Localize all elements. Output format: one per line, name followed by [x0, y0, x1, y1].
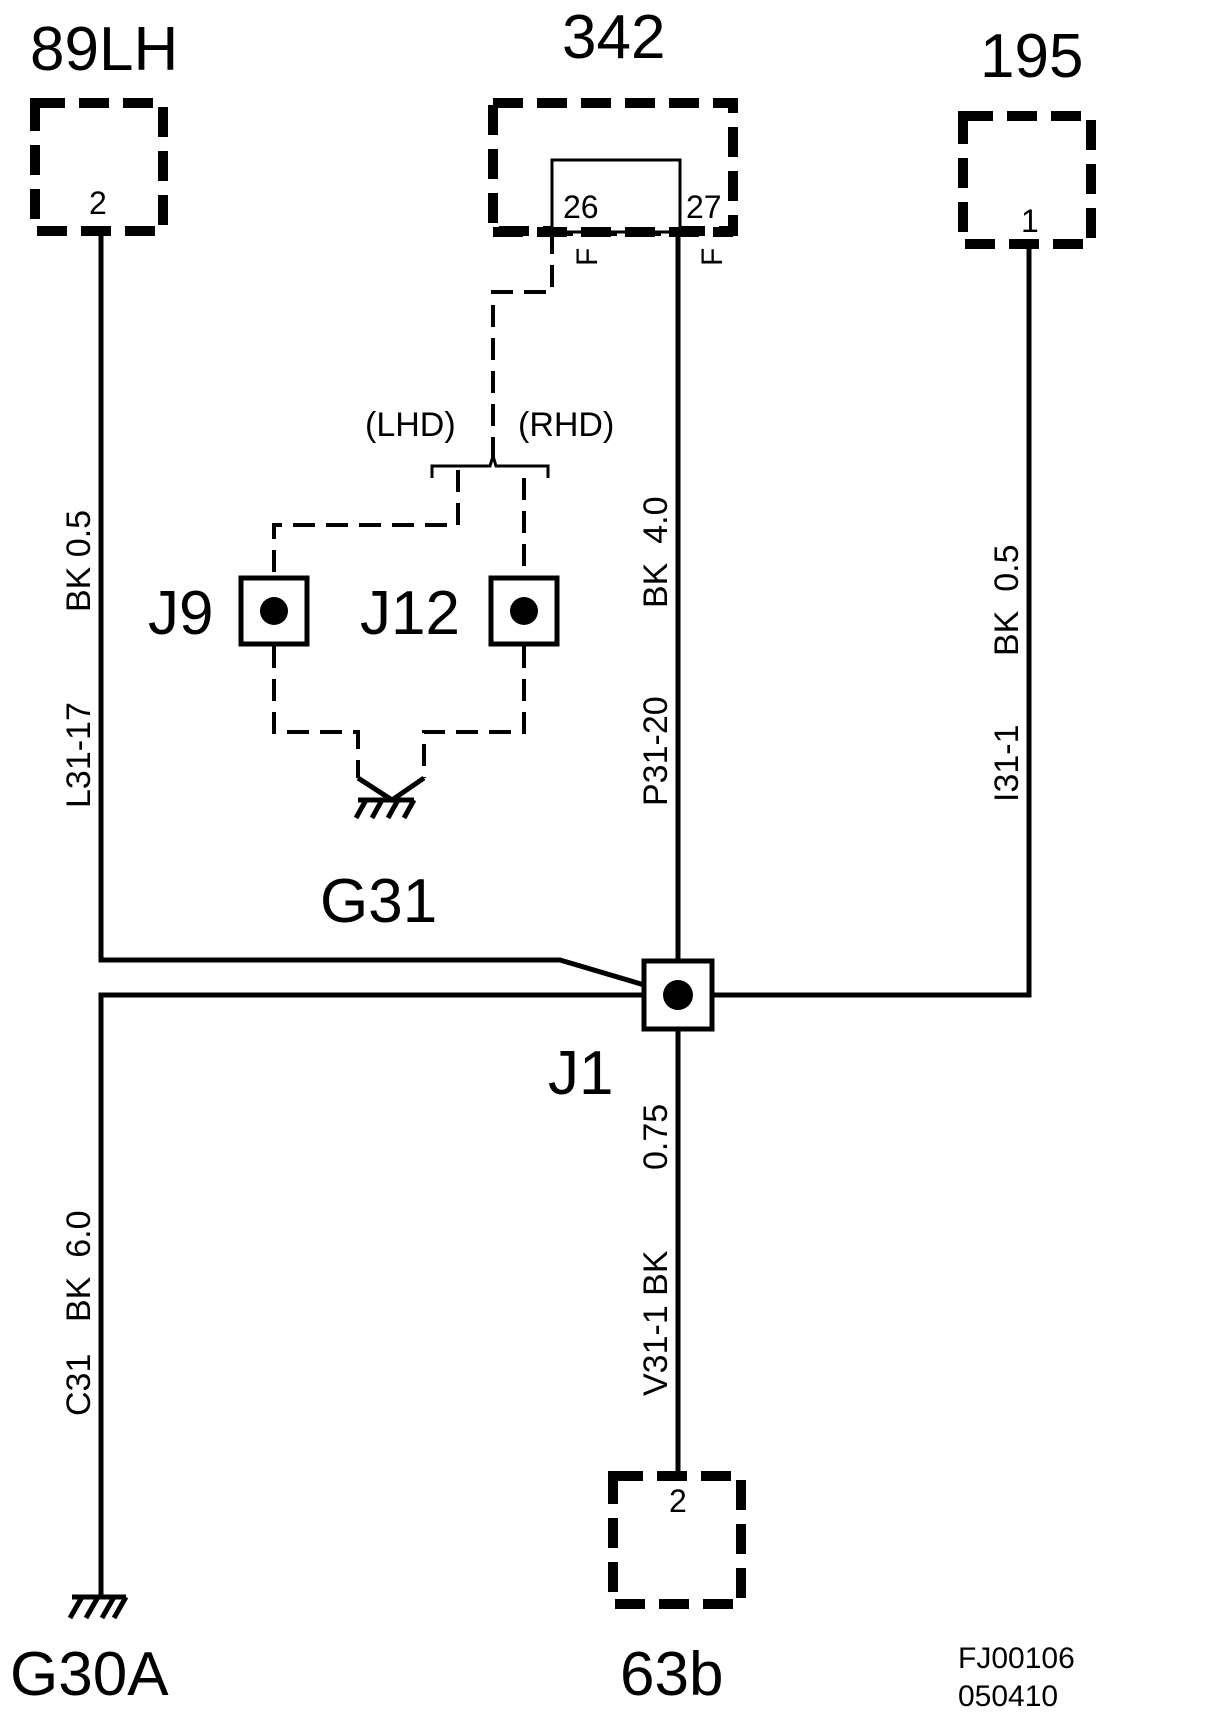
splice-j12-label: J12 — [360, 579, 460, 648]
connector-63b[interactable]: 63b 2 — [608, 1471, 746, 1709]
splice-j1[interactable]: J1 — [548, 958, 715, 1108]
connector-342-flag-27: F — [696, 248, 729, 266]
figure-date: 050410 — [958, 1680, 1058, 1713]
connector-195-pin: 1 — [1021, 203, 1039, 239]
splice-j9-dot — [260, 597, 288, 625]
connector-342-flag-26: F — [571, 248, 604, 266]
connector-342-inner-link — [550, 158, 682, 234]
connector-63b-pin: 2 — [669, 1483, 687, 1519]
wire-c31[interactable] — [98, 992, 644, 1595]
splice-j1-label: J1 — [548, 1039, 613, 1108]
wire-c31-code: C31 — [60, 1354, 98, 1416]
ground-g31[interactable]: G31 — [320, 775, 437, 936]
connector-342-pin-27: 27 — [686, 189, 722, 225]
wire-p31-20-code: P31-20 — [637, 696, 675, 806]
wire-i31-1-spec: BK 0.5 — [988, 544, 1026, 656]
option-brace — [430, 450, 550, 478]
splice-j1-dot — [663, 980, 693, 1010]
connector-89lh-name: 89LH — [30, 15, 178, 84]
wire-branch-342-26[interactable] — [491, 232, 554, 458]
connector-89lh-outline — [30, 98, 168, 236]
ground-g30a-label: G30A — [10, 1640, 169, 1709]
connector-89lh[interactable]: 89LH 2 — [30, 15, 178, 236]
connector-342-pin-26: 26 — [563, 189, 599, 225]
figure-id: FJ00106 — [958, 1642, 1075, 1675]
wire-i31-1[interactable] — [712, 244, 1032, 998]
ground-g31-label: G31 — [320, 867, 437, 936]
option-rhd-label: (RHD) — [518, 406, 614, 444]
wire-c31-spec: BK 6.0 — [60, 1210, 98, 1322]
wire-l31-17[interactable] — [98, 232, 679, 998]
wire-l31-17-code: L31-17 — [60, 702, 98, 808]
wire-j12-to-g31[interactable] — [422, 646, 526, 778]
wire-l31-17-spec: BK 0.5 — [60, 510, 98, 612]
wire-i31-1-code: I31-1 — [988, 725, 1026, 803]
wire-j9-to-g31[interactable] — [272, 646, 360, 778]
splice-j12-dot — [510, 597, 538, 625]
wire-v31-1-code: V31-1 BK — [637, 1250, 675, 1396]
connector-89lh-pin: 2 — [89, 185, 107, 221]
wire-branch-lhd[interactable] — [272, 470, 460, 578]
splice-j9[interactable]: J9 — [148, 575, 310, 648]
ground-g31-symbol — [353, 775, 426, 820]
connector-342[interactable]: 342 26 27 F F — [488, 3, 738, 266]
wire-p31-20-spec: BK 4.0 — [637, 496, 675, 608]
connector-195[interactable]: 195 1 — [958, 22, 1096, 249]
connector-342-name: 342 — [562, 3, 665, 72]
splice-j9-label: J9 — [148, 579, 213, 648]
splice-j12[interactable]: J12 — [360, 575, 560, 648]
ground-g30a-symbol — [67, 1594, 129, 1620]
wire-v31-1-spec: 0.75 — [637, 1104, 675, 1170]
connector-195-name: 195 — [980, 22, 1083, 91]
option-lhd-label: (LHD) — [365, 406, 456, 444]
connector-63b-name: 63b — [620, 1640, 723, 1709]
ground-g30a[interactable]: G30A — [10, 1594, 169, 1709]
